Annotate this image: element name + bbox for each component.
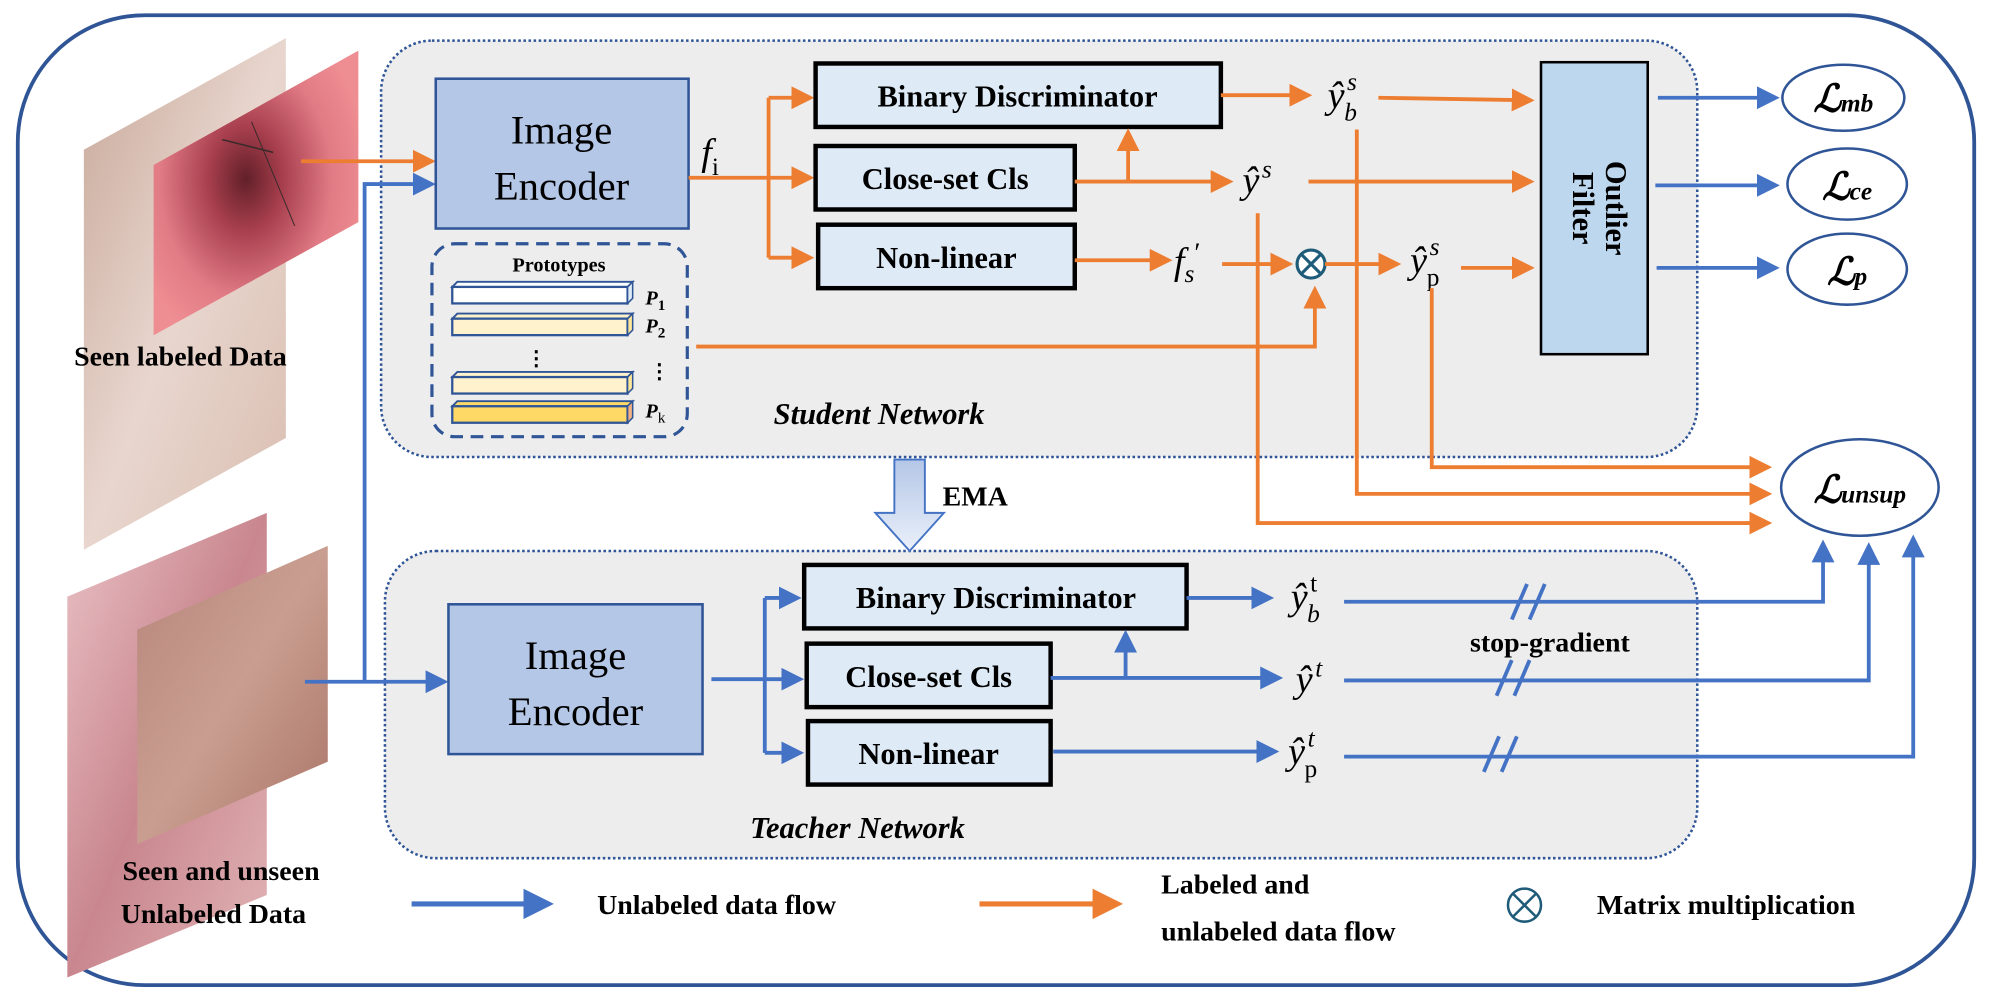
- hair-mark: [251, 121, 296, 227]
- loss-p-label: ℒp: [1827, 251, 1867, 293]
- unlabeled-label-line2: Unlabeled Data: [121, 899, 306, 930]
- seen-labeled-images: [83, 38, 359, 550]
- unlabeled-images: [67, 512, 328, 978]
- legend-labeled-label-line1: Labeled and: [1161, 870, 1310, 901]
- legend-matmul-icon: [1506, 887, 1543, 923]
- teacher-nonlinear-label: Non-linear: [858, 737, 999, 771]
- stop-gradient-mark: [1482, 735, 1519, 773]
- yp-to-lunsup-arrow: [1429, 288, 1773, 479]
- teacher-binary-discriminator: [801, 562, 1189, 631]
- loss-ce: [1786, 147, 1909, 221]
- teacher-closeset-cls-label: Close-set Cls: [845, 660, 1012, 694]
- loss-unsup-label: ℒunsup: [1814, 470, 1906, 512]
- teacher-encoder-label-line1: Image: [525, 633, 627, 678]
- loss-p: [1786, 232, 1909, 306]
- teacher-nonlinear: [805, 718, 1053, 787]
- prototype-bar-k: [449, 399, 635, 425]
- outlier-filter-label-line1: Outlier: [1599, 161, 1633, 256]
- loss-ce-label: ℒce: [1822, 166, 1872, 208]
- hair-mark: [222, 138, 274, 154]
- legend-unlabeled-label: Unlabeled data flow: [597, 890, 837, 921]
- unlabeled-to-student-arrow: [362, 172, 436, 682]
- outlier-filter: [1539, 60, 1649, 356]
- ema-arrow: [873, 458, 947, 553]
- teacher-network-title: Teacher Network: [750, 811, 965, 845]
- legend-matmul-label: Matrix multiplication: [1597, 890, 1856, 921]
- loss-unsup: [1779, 437, 1940, 538]
- prototypes-title: Prototypes: [512, 255, 605, 277]
- y-to-lunsup-arrow: [1255, 213, 1773, 535]
- stop-gradient-mark: [1494, 659, 1532, 697]
- prototype-label-1: P1: [644, 288, 665, 314]
- prototypes-group: [430, 242, 689, 439]
- student-nonlinear-label: Non-linear: [876, 241, 1017, 275]
- loss-mb: [1781, 63, 1906, 133]
- student-nonlinear: [815, 222, 1077, 291]
- student-encoder-label-line2: Encoder: [494, 163, 630, 208]
- loss-mb-label: ℒmb: [1813, 79, 1873, 121]
- prototype-vertical-ellipsis: ⋮: [649, 361, 669, 383]
- prototype-bar-1: [449, 279, 635, 306]
- teacher-yb-to-lunsup-arrow: [1344, 539, 1835, 604]
- outlier-filter-label-line2: Filter: [1566, 172, 1600, 245]
- yb-to-lunsup-arrow: [1354, 129, 1773, 506]
- prototype-label-k: Pk: [644, 401, 665, 427]
- lesion-image-front: [153, 50, 359, 336]
- student-closeset-cls: [813, 143, 1077, 212]
- prototypes-to-matmul-arrow: [696, 285, 1327, 349]
- student-network-title: Student Network: [774, 397, 985, 431]
- skin-image-front: [137, 545, 328, 845]
- legend-labeled-label-line2: unlabeled data flow: [1161, 917, 1396, 948]
- teacher-yp-to-lunsup-arrow: [1344, 534, 1925, 759]
- student-binary-discriminator: [813, 61, 1224, 130]
- prototype-label-2: P2: [644, 316, 665, 342]
- student-binary-discriminator-label: Binary Discriminator: [877, 80, 1157, 114]
- prototype-bar-2: [449, 311, 635, 337]
- unlabeled-label-line1: Seen and unseen: [122, 856, 320, 887]
- yb-to-filter-arrow: [1378, 88, 1535, 112]
- student-encoder-label-line1: Image: [511, 107, 613, 152]
- prototype-bar-k-1: [449, 370, 635, 396]
- seen-labeled-label: Seen labeled Data: [74, 342, 287, 373]
- teacher-encoder-label-line2: Encoder: [508, 689, 644, 734]
- teacher-closeset-cls: [804, 641, 1053, 710]
- prototype-ellipsis: ⋮: [526, 349, 546, 371]
- student-closeset-cls-label: Close-set Cls: [862, 162, 1029, 196]
- stop-gradient-label: stop-gradient: [1470, 627, 1631, 658]
- ema-label: EMA: [943, 481, 1008, 512]
- stop-gradient-mark: [1510, 583, 1547, 621]
- teacher-binary-discriminator-label: Binary Discriminator: [856, 581, 1136, 615]
- student-image-encoder: [434, 77, 690, 230]
- teacher-image-encoder: [447, 603, 704, 756]
- matmul-icon: [1295, 248, 1327, 280]
